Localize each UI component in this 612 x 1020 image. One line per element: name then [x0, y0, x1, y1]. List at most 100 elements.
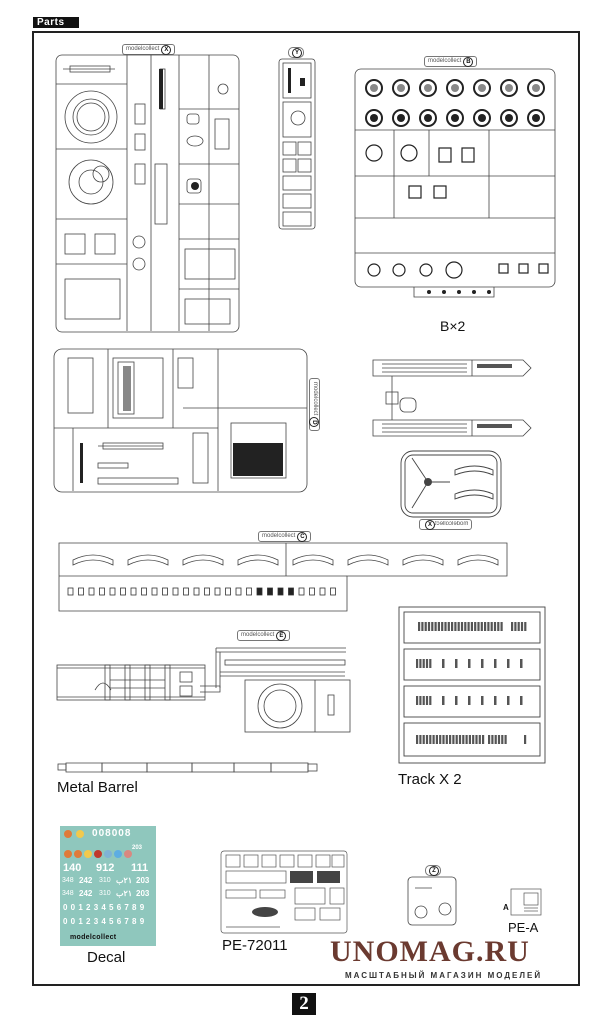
decal-digit: 0	[118, 828, 125, 839]
road-wheel	[446, 79, 464, 97]
track-link	[429, 735, 432, 744]
track-link	[455, 735, 458, 744]
track-link	[424, 622, 427, 631]
track-link	[425, 735, 429, 744]
decal-digit: 8	[105, 828, 112, 839]
road-wheel-hub	[451, 114, 459, 122]
pe-a-letter: A	[503, 903, 509, 912]
small-part	[183, 587, 189, 596]
sprue-d-drawing	[53, 348, 308, 493]
track-drawing	[398, 606, 546, 764]
track-link	[434, 622, 437, 631]
track-link	[497, 622, 500, 631]
track-link	[431, 622, 434, 631]
small-part	[288, 587, 294, 596]
track-link	[419, 696, 422, 705]
track-link	[422, 659, 425, 668]
track-link	[524, 622, 527, 631]
metal-barrel-drawing	[57, 762, 318, 773]
pe-72011-label: PE-72011	[222, 937, 288, 954]
track-link	[517, 622, 520, 631]
watermark-subtitle: МАСШТАБНЫЙ МАГАЗИН МОДЕЛЕЙ	[345, 971, 543, 980]
small-part	[330, 587, 336, 596]
decal-number: 310	[99, 890, 111, 897]
track-link	[429, 696, 432, 705]
small-part	[298, 587, 305, 596]
track-link	[490, 622, 493, 631]
track-link	[475, 735, 478, 744]
track-link	[520, 659, 523, 668]
decal-emblem	[124, 850, 132, 858]
track-link	[421, 622, 424, 631]
road-wheel	[500, 79, 518, 97]
road-wheel-hub	[370, 84, 378, 92]
sprue-letter: C	[297, 532, 308, 542]
small-part	[225, 587, 231, 596]
decal-number: 140	[63, 862, 82, 874]
track-link	[484, 622, 487, 631]
road-wheel-hub	[370, 114, 378, 122]
track-link	[425, 696, 429, 705]
sprue-letter: Y	[292, 48, 302, 58]
road-wheel	[419, 79, 437, 97]
track-link	[454, 622, 457, 631]
small-part	[141, 587, 147, 596]
decal-digit: 0	[92, 828, 99, 839]
fender-part	[127, 554, 169, 566]
decal-sheet: 008008 203 140 912 111 348 242 310 ٢١ب 2…	[60, 826, 156, 946]
track-link	[481, 659, 484, 668]
pe-72011-drawing	[220, 850, 348, 934]
road-wheel-hub	[478, 114, 486, 122]
track-link	[442, 696, 445, 705]
road-wheel-hub	[505, 84, 513, 92]
track-link	[481, 696, 484, 705]
small-part	[267, 587, 273, 596]
sprue-brand: modelcollect	[312, 382, 318, 416]
fender-part	[402, 554, 444, 566]
small-part	[151, 587, 158, 596]
small-part	[204, 587, 210, 596]
track-link	[442, 659, 445, 668]
road-wheel	[527, 109, 545, 127]
track-link	[447, 622, 450, 631]
decal-row-numbers: 008008	[92, 828, 131, 839]
sprue-letter: X	[425, 520, 435, 530]
small-part	[109, 587, 116, 596]
small-part	[193, 587, 200, 596]
track-link	[501, 735, 504, 744]
sprue-z-drawing	[407, 876, 457, 926]
track-link	[493, 622, 497, 631]
hull-chassis-drawing	[56, 664, 206, 701]
decal-digit-row: 0 0 1 2 3 4 5 6 7 8 9	[63, 917, 145, 926]
track-link	[418, 622, 421, 631]
track-link	[477, 622, 480, 631]
track-link	[457, 622, 460, 631]
track-link	[441, 622, 444, 631]
parts-frame	[32, 31, 580, 986]
sprue-e-drawing	[200, 647, 351, 733]
track-link	[419, 659, 422, 668]
decal-emblem	[64, 830, 72, 838]
road-wheel	[473, 79, 491, 97]
track-link	[511, 622, 514, 631]
fender-part	[292, 554, 334, 566]
track-link	[437, 622, 440, 631]
track-link	[464, 622, 467, 631]
fender-part	[347, 554, 389, 566]
track-link	[487, 622, 490, 631]
track-link	[465, 735, 468, 744]
track-link	[514, 622, 517, 631]
sprue-y-drawing	[278, 58, 316, 230]
decal-emblem	[94, 850, 102, 858]
track-link	[500, 622, 503, 631]
section-header: Parts	[33, 17, 79, 28]
track-link	[416, 735, 419, 744]
sprue-d-tag: modelcollectD	[309, 378, 320, 432]
road-wheel-hub	[532, 84, 540, 92]
decal-emblem	[76, 830, 84, 838]
track-link	[520, 622, 524, 631]
decal-number: 242	[79, 876, 93, 885]
sprue-brand: modelcollect	[435, 521, 469, 527]
decal-brand: modelcollect	[70, 934, 117, 941]
small-part	[78, 587, 84, 596]
